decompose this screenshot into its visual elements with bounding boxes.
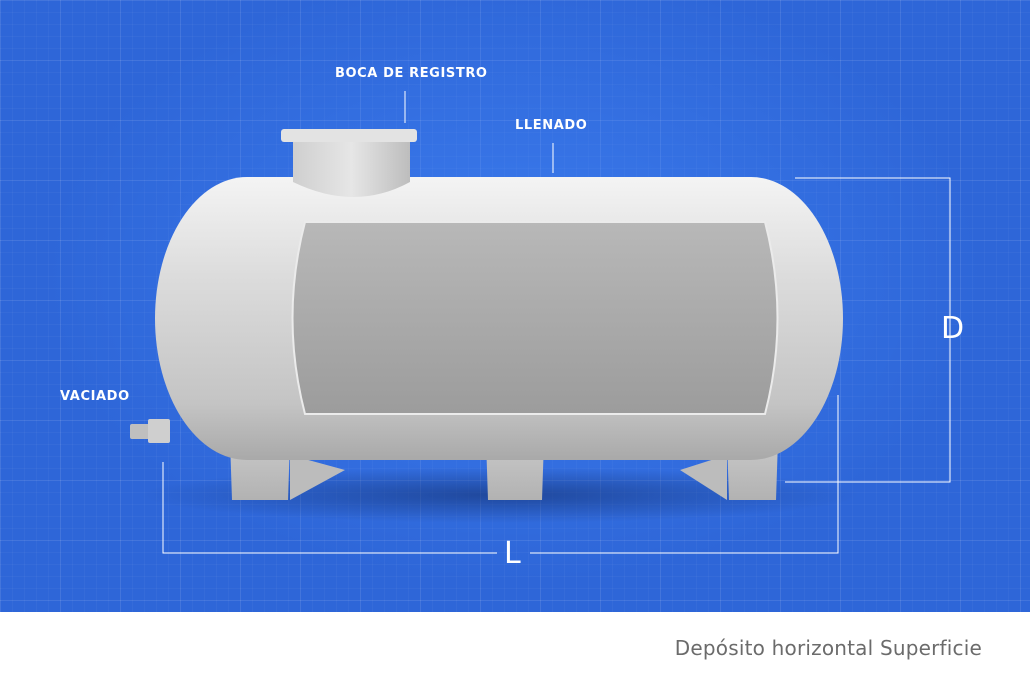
tank-leg-right-brace [680,455,727,500]
length-dimension-line-right [530,395,839,554]
blueprint-background: BOCA DE REGISTRO LLENADO VACIADO D L [0,0,1030,612]
label-fill: LLENADO [515,118,588,133]
manhole-flange [281,129,417,142]
manhole-neck [293,140,410,197]
length-dimension-line-left [162,462,497,554]
drain-pipe [148,419,170,443]
dimension-l-label: L [504,536,521,571]
tank-illustration [130,91,951,554]
tank-side-panel [291,221,779,415]
tank-leg-left-brace [290,455,345,500]
diameter-dimension-line [785,177,951,483]
figure-caption: Depósito horizontal Superficie [674,636,982,660]
label-drain: VACIADO [60,389,130,404]
dimension-d-label: D [941,311,965,346]
drain-pipe-nozzle [130,424,150,439]
label-manhole: BOCA DE REGISTRO [335,66,488,81]
